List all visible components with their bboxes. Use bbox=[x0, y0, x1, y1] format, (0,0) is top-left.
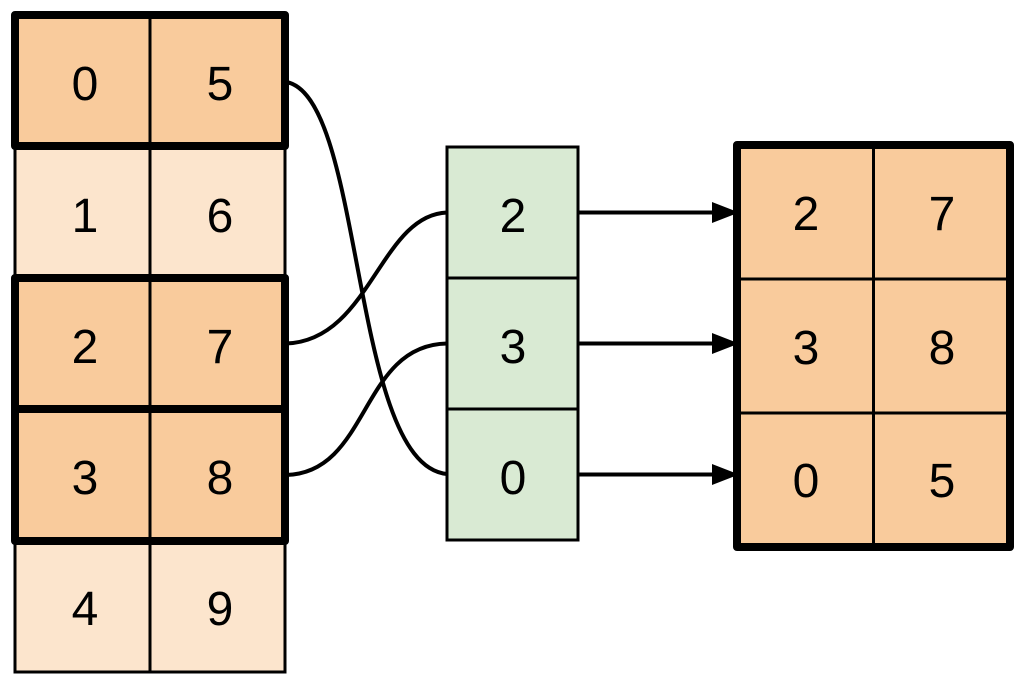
mapping-curve-source-row-2 bbox=[285, 210, 448, 346]
source-cell-r3c1: 8 bbox=[207, 452, 234, 505]
source-cell-r0c0: 0 bbox=[72, 58, 99, 111]
index-cell-2-value: 0 bbox=[500, 452, 527, 505]
index-to-result-arrows bbox=[578, 202, 739, 485]
arrowhead-icon-1 bbox=[712, 333, 739, 354]
result-cell-r2c0: 0 bbox=[793, 455, 820, 508]
index-cell-0-value: 2 bbox=[500, 190, 527, 243]
source-table: 0 5 1 6 2 7 3 8 4 9 bbox=[11, 11, 289, 674]
mapping-curves bbox=[285, 80, 448, 477]
source-cell-r1c0: 1 bbox=[72, 190, 99, 243]
source-cell-r4c1: 9 bbox=[207, 583, 234, 636]
result-cell-r0c0: 2 bbox=[793, 188, 820, 241]
result-table: 2 7 3 8 0 5 bbox=[733, 141, 1014, 551]
result-cell-r2c1: 5 bbox=[929, 455, 956, 508]
source-cell-r4c0: 4 bbox=[72, 583, 99, 636]
index-cell-2-rect bbox=[445, 407, 580, 542]
mapping-curve-source-row-0 bbox=[285, 80, 448, 476]
source-cell-r0c1: 5 bbox=[207, 58, 234, 111]
source-cell-r2c1: 7 bbox=[207, 321, 234, 374]
arrowhead-icon-0 bbox=[712, 202, 739, 223]
source-cell-r3c0: 3 bbox=[72, 452, 99, 505]
result-cell-r0c1: 7 bbox=[929, 188, 956, 241]
result-cell-r1c0: 3 bbox=[793, 322, 820, 375]
mapping-curve-source-row-3 bbox=[285, 341, 448, 477]
arrowhead-icon-2 bbox=[712, 464, 739, 485]
source-cell-r1c1: 6 bbox=[207, 190, 234, 243]
index-list: 2 3 0 bbox=[445, 145, 580, 542]
index-cell-1-value: 3 bbox=[500, 321, 527, 374]
source-cell-r2c0: 2 bbox=[72, 321, 99, 374]
result-cell-r1c1: 8 bbox=[929, 322, 956, 375]
